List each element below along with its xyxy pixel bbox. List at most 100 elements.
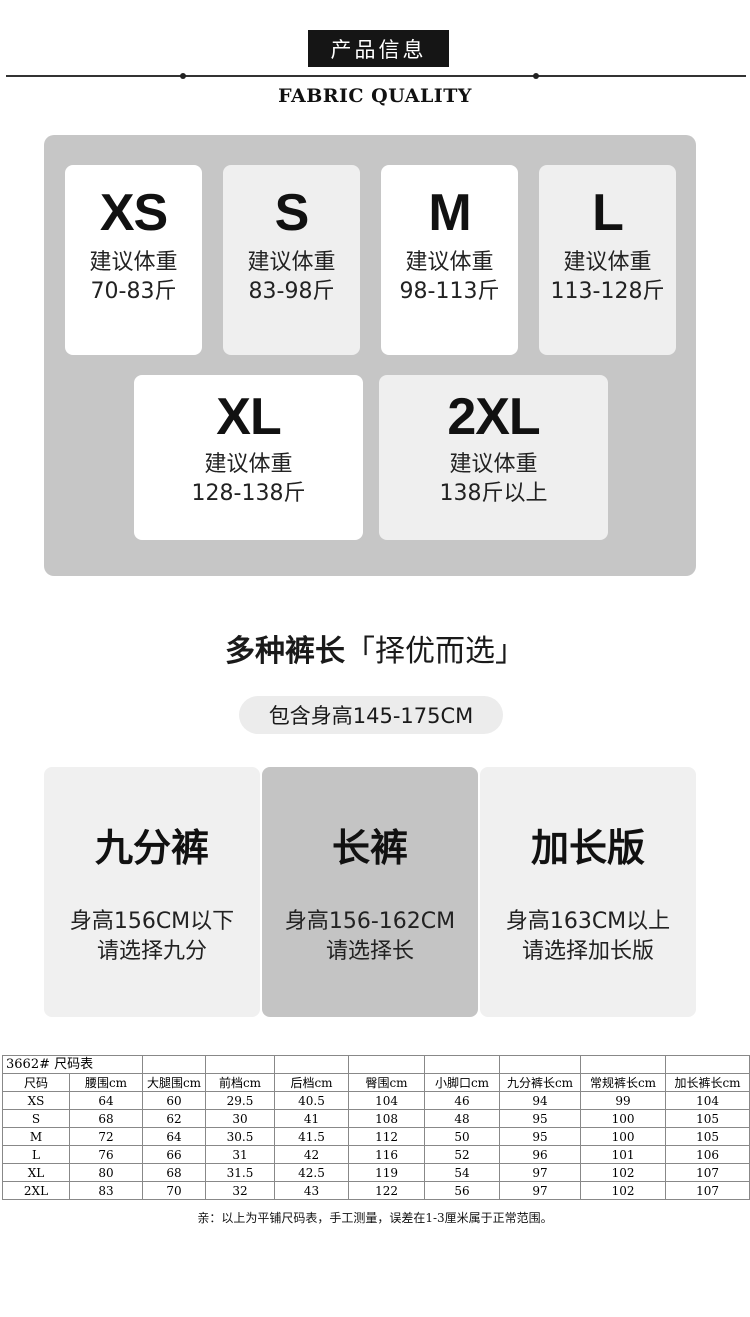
table-size-cell: S — [2, 1109, 70, 1128]
weight-range: 98-113斤 — [399, 279, 500, 304]
length-height: 身高163CM以上 — [505, 909, 671, 934]
table-cell: 101 — [580, 1145, 667, 1164]
size-label: 2XL — [447, 388, 540, 446]
table-cell: 100 — [580, 1127, 667, 1146]
table-header-cell: 常规裤长cm — [580, 1073, 667, 1092]
table-header-cell: 尺码 — [2, 1073, 70, 1092]
weight-card-2xl: 2XL 建议体重 138斤以上 — [379, 375, 608, 540]
length-name: 长裤 — [331, 826, 408, 870]
weight-range: 128-138斤 — [191, 481, 306, 506]
table-cell: 97 — [499, 1181, 582, 1200]
table-header-cell: 臀围cm — [348, 1073, 426, 1092]
table-cell: 105 — [665, 1127, 750, 1146]
table-cell: 116 — [348, 1145, 426, 1164]
size-label: S — [274, 184, 310, 242]
table-cell: 107 — [665, 1181, 750, 1200]
table-cell: 99 — [580, 1091, 667, 1110]
table-cell: 46 — [424, 1091, 501, 1110]
length-advice: 请选择长 — [325, 939, 414, 964]
weight-label: 建议体重 — [89, 250, 178, 275]
table-cell: 52 — [424, 1145, 501, 1164]
section-subtitle: FABRIC QUALITY — [278, 85, 472, 107]
length-advice: 请选择九分 — [96, 939, 207, 964]
table-cell: 95 — [499, 1109, 582, 1128]
table-header-cell: 前档cm — [205, 1073, 276, 1092]
table-header-cell: 后档cm — [274, 1073, 350, 1092]
weight-label: 建议体重 — [449, 452, 538, 477]
table-cell: 70 — [142, 1181, 207, 1200]
table-caption-row: 3662# 尺码表 — [1, 1055, 750, 1074]
table-cell: 100 — [580, 1109, 667, 1128]
size-label: M — [428, 184, 471, 242]
table-cell: 64 — [68, 1091, 144, 1110]
length-height: 身高156-162CM — [284, 909, 456, 934]
table-cell: 40.5 — [274, 1091, 350, 1110]
section-title: 产品信息 — [308, 30, 449, 67]
table-size-cell: M — [2, 1127, 70, 1146]
table-cell: 105 — [665, 1109, 750, 1128]
size-label: XS — [99, 184, 168, 242]
table-note: 亲：以上为平铺尺码表，手工测量，误差在1-3厘米属于正常范围。 — [197, 1211, 553, 1225]
size-label: L — [592, 184, 624, 242]
table-header-cell: 九分裤长cm — [499, 1073, 582, 1092]
table-cell: 41.5 — [274, 1127, 350, 1146]
weight-card-m: M 建议体重 98-113斤 — [381, 165, 518, 355]
weight-panel: XS 建议体重 70-83斤 S 建议体重 83-98斤 M 建议体重 98-1… — [44, 135, 696, 576]
divider-dot — [180, 73, 186, 79]
table-cell: 95 — [499, 1127, 582, 1146]
table-cell: 112 — [348, 1127, 426, 1146]
divider-dot — [533, 73, 539, 79]
weight-label: 建议体重 — [247, 250, 336, 275]
table-cell: 94 — [499, 1091, 582, 1110]
weight-range: 70-83斤 — [90, 279, 177, 304]
table-cell: 107 — [665, 1163, 750, 1182]
weight-card-xs: XS 建议体重 70-83斤 — [65, 165, 202, 355]
table-cell: 43 — [274, 1181, 350, 1200]
length-advice: 请选择加长版 — [521, 939, 654, 964]
header-divider — [6, 75, 746, 77]
height-range-pill: 包含身高145-175CM — [239, 696, 503, 734]
table-cell: 42.5 — [274, 1163, 350, 1182]
table-cell: 104 — [665, 1091, 750, 1110]
table-cell: 31 — [205, 1145, 276, 1164]
table-cell: 54 — [424, 1163, 501, 1182]
size-label: XL — [216, 388, 281, 446]
table-cell: 30 — [205, 1109, 276, 1128]
table-cell: 56 — [424, 1181, 501, 1200]
weight-card-s: S 建议体重 83-98斤 — [223, 165, 360, 355]
table-header-cell: 小脚口cm — [424, 1073, 501, 1092]
table-cell: 48 — [424, 1109, 501, 1128]
table-cell: 66 — [142, 1145, 207, 1164]
table-cell: 96 — [499, 1145, 582, 1164]
table-header-cell: 大腿围cm — [142, 1073, 207, 1092]
table-cell: 60 — [142, 1091, 207, 1110]
length-card-regular: 长裤 身高156-162CM 请选择长 — [262, 767, 478, 1017]
table-caption: 3662# 尺码表 — [1, 1055, 144, 1074]
table-cell: 80 — [68, 1163, 144, 1182]
table-header-cell: 加长裤长cm — [665, 1073, 750, 1092]
table-cell: 108 — [348, 1109, 426, 1128]
table-cell: 76 — [68, 1145, 144, 1164]
table-cell: 119 — [348, 1163, 426, 1182]
table-cell: 83 — [68, 1181, 144, 1200]
length-name: 加长版 — [530, 826, 645, 870]
table-cell: 29.5 — [205, 1091, 276, 1110]
length-title-quote: 「择优而选」 — [345, 634, 525, 669]
table-cell: 68 — [142, 1163, 207, 1182]
table-cell: 97 — [499, 1163, 582, 1182]
table-size-cell: XL — [2, 1163, 70, 1182]
table-cell: 62 — [142, 1109, 207, 1128]
table-cell: 32 — [205, 1181, 276, 1200]
table-cell: 106 — [665, 1145, 750, 1164]
table-size-cell: 2XL — [2, 1181, 70, 1200]
weight-range: 113-128斤 — [550, 279, 665, 304]
table-cell: 72 — [68, 1127, 144, 1146]
